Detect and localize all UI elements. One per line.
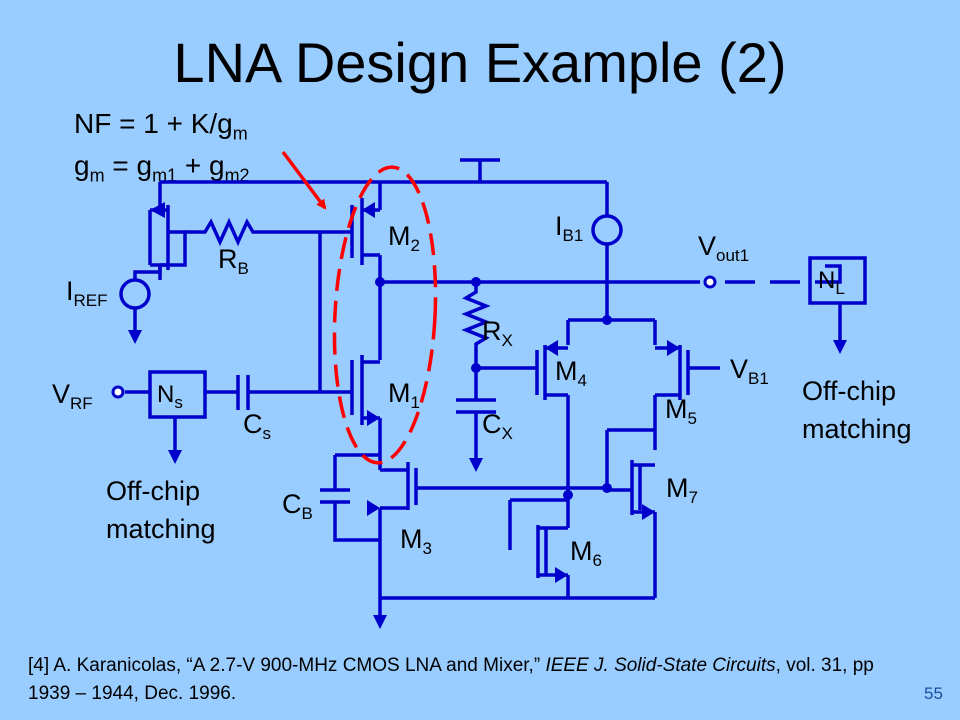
rb-label: RB [218, 244, 249, 278]
ns-label: Ns [157, 381, 183, 412]
reference-citation: [4] A. Karanicolas, “A 2.7-V 900-MHz CMO… [28, 652, 908, 708]
nodes [375, 277, 612, 500]
nf-equation-text: NF = 1 + K/g [74, 108, 233, 139]
slide-title: LNA Design Example (2) [173, 31, 787, 94]
highlight-ellipse [332, 165, 438, 465]
m1-transistor [350, 282, 382, 455]
cx-label: CX [482, 409, 513, 443]
cb-label: CB [282, 489, 313, 523]
gm-equation: gm = gm1 + gm2 [74, 150, 250, 187]
vrf-terminal [111, 385, 125, 399]
rx-resistor [461, 282, 491, 368]
iref-source [119, 278, 151, 310]
vdd-symbol [460, 158, 500, 182]
m7-transistor [630, 460, 657, 598]
nf-equation: NF = 1 + K/gm [74, 108, 248, 145]
rb-resistor [185, 217, 320, 247]
m4-label: M4 [555, 356, 587, 390]
vb1-label: VB1 [730, 354, 769, 388]
terminals [111, 275, 717, 399]
nl-box [808, 256, 867, 305]
m3-label: M3 [400, 524, 432, 558]
offchip-left-line2: matching [106, 514, 216, 544]
reference-journal: IEEE J. Solid-State Circuits [545, 655, 776, 676]
offchip-right-line1: Off-chip [802, 376, 896, 406]
m6-transistor [536, 525, 570, 598]
cx-capacitor [456, 368, 496, 458]
vout1-label: Vout1 [698, 231, 749, 265]
vout1-terminal [703, 275, 717, 289]
ground-symbols [128, 330, 847, 629]
transistor-arrows [150, 202, 680, 583]
nf-equation-sub: m [232, 123, 248, 144]
ground-rail [378, 596, 655, 615]
m2-transistor [350, 182, 382, 282]
vout-dashed-wire [725, 264, 842, 284]
pmos-iref-gate [160, 205, 187, 270]
cs-capacitor [205, 375, 280, 410]
nl-label: NL [818, 267, 845, 298]
m5-label: M5 [665, 394, 697, 428]
gm-part-0: g [74, 150, 90, 181]
page-number: 55 [924, 684, 943, 703]
gm-part-4: + g [177, 150, 225, 181]
ib1-label: IB1 [555, 211, 583, 245]
m1-label: M1 [388, 378, 420, 412]
rx-label: RX [482, 316, 513, 350]
cb-capacitor [320, 453, 380, 542]
pointer-arrow [281, 150, 327, 210]
offchip-right-line2: matching [802, 414, 912, 444]
offchip-left-line1: Off-chip [106, 476, 200, 506]
ns-box [148, 370, 207, 419]
cs-label: Cs [243, 409, 271, 443]
gm-part-1: m [89, 165, 105, 186]
reference-part2: , vol. 31, pp 1939 – 1944, Dec. 1996. [28, 655, 874, 704]
iref-label: IREF [66, 276, 108, 310]
m2-label: M2 [388, 221, 420, 255]
gm-part-2: = g [104, 150, 153, 181]
m7-label: M7 [666, 473, 698, 507]
ib1-source [591, 214, 623, 246]
m6-label: M6 [570, 536, 602, 570]
reference-part1: [4] A. Karanicolas, “A 2.7-V 900-MHz CMO… [28, 655, 546, 676]
wires [119, 158, 867, 615]
vrf-label: VRF [52, 379, 93, 413]
